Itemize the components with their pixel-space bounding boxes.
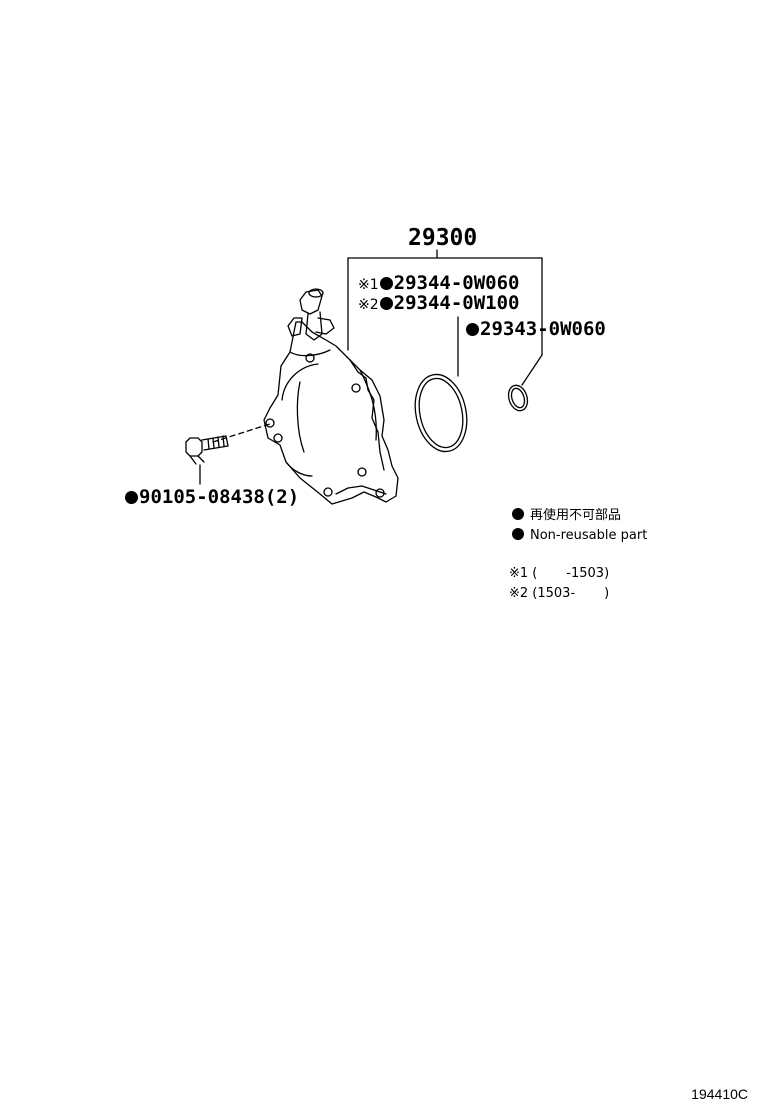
part-number: 90105-08438(2): [139, 486, 300, 508]
part-number: 29343-0W060: [480, 318, 606, 340]
non-reusable-dot-icon: [379, 297, 393, 310]
non-reusable-dot-icon: [512, 528, 524, 540]
legend-english: Non-reusable part: [512, 526, 647, 546]
part-label-29344-0w060[interactable]: ※1 29344-0W060: [358, 272, 519, 296]
legend-label: Non-reusable part: [530, 528, 648, 543]
non-reusable-dot-icon: [512, 508, 524, 520]
legend-japanese: 再使用不可部品: [512, 506, 621, 526]
large-o-ring: [414, 373, 468, 453]
part-label-29344-0w100[interactable]: ※2 29344-0W100: [358, 292, 519, 316]
non-reusable-dot-icon: [379, 277, 393, 290]
diagram-id: 194410C: [691, 1086, 748, 1102]
small-o-ring: [507, 384, 529, 412]
legend-label: 再使用不可部品: [530, 508, 622, 523]
variant-note-1: ※1 ( -1503): [509, 566, 610, 581]
variant-note-2: ※2 (1503- ): [509, 586, 610, 601]
vacuum-pump: [263, 288, 399, 505]
part-number: 29344-0W100: [393, 292, 520, 314]
part-number: 29344-0W060: [393, 272, 520, 294]
part-label-29343-0w060[interactable]: 29343-0W060: [466, 318, 606, 340]
part-label-90105-08438[interactable]: 90105-08438(2): [125, 486, 299, 508]
non-reusable-dot-icon: [466, 323, 479, 336]
main-part-label[interactable]: 29300: [408, 225, 478, 251]
leader-lines: [199, 249, 543, 485]
non-reusable-dot-icon: [125, 491, 138, 504]
variant-mark-2: ※2: [358, 297, 379, 313]
bolt: [185, 435, 229, 465]
variant-mark-1: ※1: [358, 277, 379, 293]
